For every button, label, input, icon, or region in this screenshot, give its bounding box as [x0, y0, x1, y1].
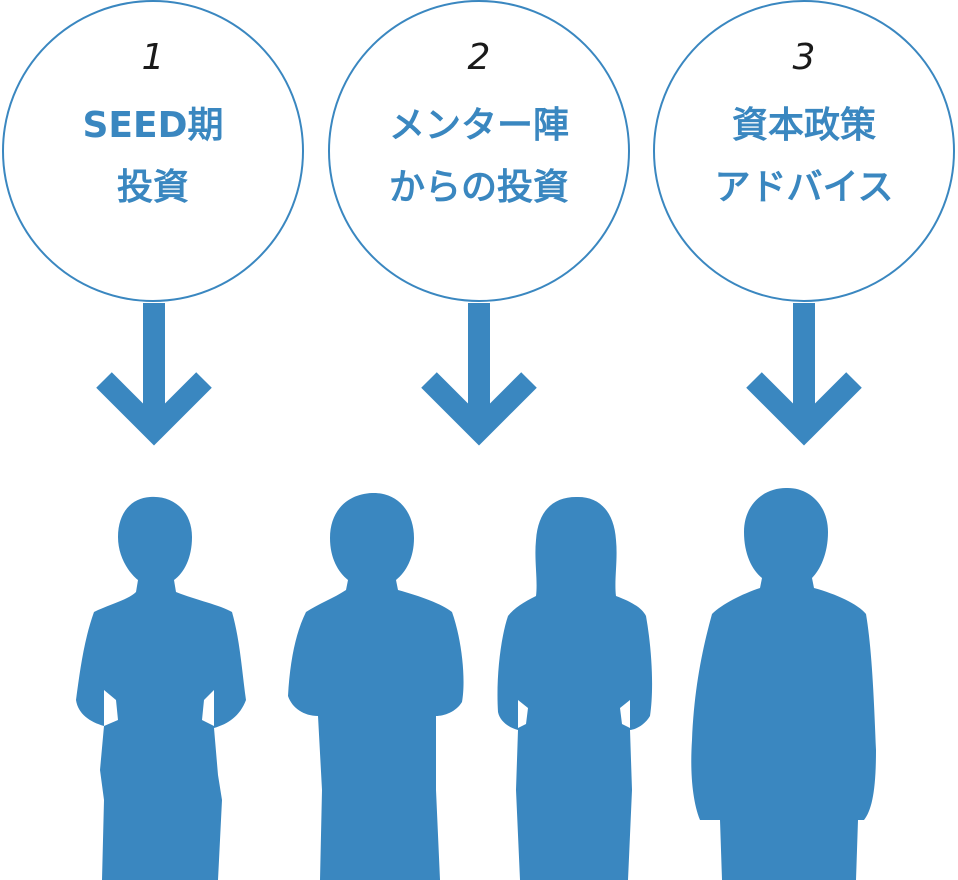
step-number: 3: [792, 37, 816, 78]
person-silhouette-icon: [497, 496, 653, 880]
step-circle-1: 1 SEED期 投資: [2, 0, 304, 302]
step-label-line2: アドバイス: [714, 167, 894, 208]
arrow-down-icon: [421, 303, 537, 446]
step-label-line2: からの投資: [388, 167, 569, 208]
step-number: 1: [141, 37, 165, 78]
arrow-down-icon: [96, 303, 212, 446]
step-label-line1: メンター陣: [388, 105, 569, 146]
step-circle-2: 2 メンター陣 からの投資: [328, 0, 630, 302]
person-silhouette-icon: [288, 492, 464, 880]
step-label-line1: 資本政策: [731, 105, 876, 146]
step-label-line1: SEED期: [82, 105, 224, 146]
person-silhouette-icon: [691, 487, 876, 880]
step-label-line2: 投資: [116, 167, 189, 208]
person-silhouette-icon: [76, 496, 246, 880]
step-circle-3: 3 資本政策 アドバイス: [653, 0, 955, 302]
step-number: 2: [467, 37, 491, 78]
arrow-down-icon: [746, 303, 862, 446]
